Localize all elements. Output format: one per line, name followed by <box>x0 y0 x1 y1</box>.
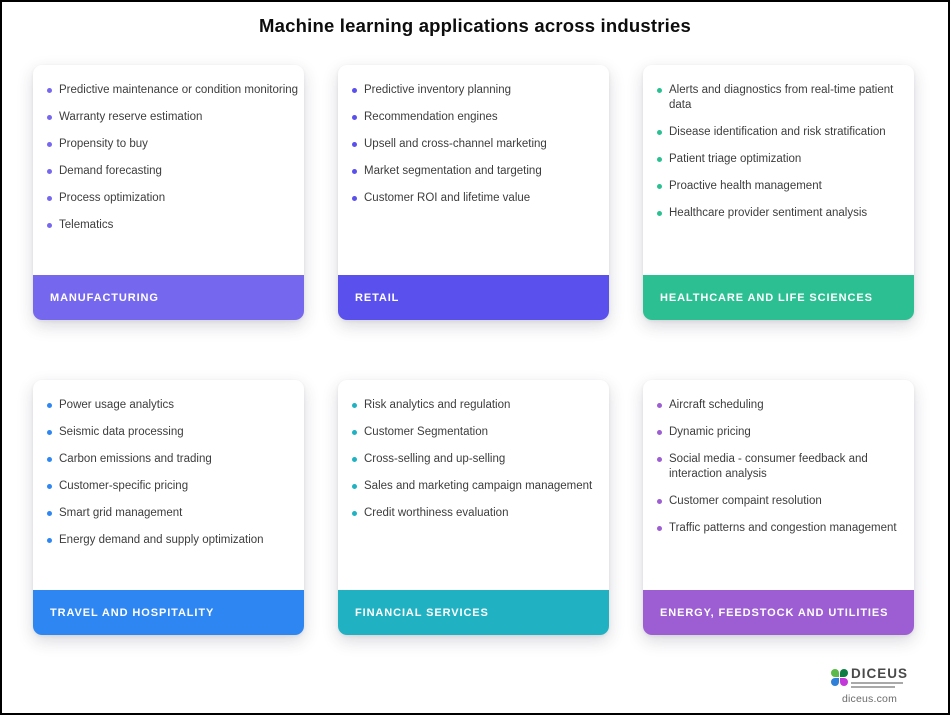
list-item: Traffic patterns and congestion manageme… <box>657 521 909 536</box>
card-item-list: Predictive inventory planning Recommenda… <box>338 65 609 218</box>
list-item: Power usage analytics <box>47 398 299 413</box>
list-item: Sales and marketing campaign management <box>352 479 604 494</box>
list-item: Customer Segmentation <box>352 425 604 440</box>
list-item: Warranty reserve estimation <box>47 110 299 125</box>
list-item: Healthcare provider sentiment analysis <box>657 206 909 221</box>
card-footer-manufacturing: MANUFACTURING <box>33 275 304 320</box>
card-travel: Power usage analytics Seismic data proce… <box>33 380 304 635</box>
card-item-list: Alerts and diagnostics from real-time pa… <box>643 65 914 233</box>
list-item: Telematics <box>47 218 299 233</box>
card-footer-financial: FINANCIAL SERVICES <box>338 590 609 635</box>
page-title: Machine learning applications across ind… <box>259 15 691 36</box>
list-item: Energy demand and supply optimization <box>47 533 299 548</box>
list-item: Carbon emissions and trading <box>47 452 299 467</box>
list-item: Recommendation engines <box>352 110 604 125</box>
cards-row-top: Predictive maintenance or condition moni… <box>33 65 914 320</box>
diceus-logo: DICEUS diceus.com <box>830 666 908 705</box>
list-item: Seismic data processing <box>47 425 299 440</box>
list-item: Credit worthiness evaluation <box>352 506 604 521</box>
logo-tagline-line <box>850 686 895 688</box>
list-item: Market segmentation and targeting <box>352 164 604 179</box>
list-item: Propensity to buy <box>47 137 299 152</box>
cards-row-bottom: Power usage analytics Seismic data proce… <box>33 380 914 635</box>
card-manufacturing: Predictive maintenance or condition moni… <box>33 65 304 320</box>
website-link[interactable]: diceus.com <box>841 693 898 705</box>
list-item: Predictive maintenance or condition moni… <box>47 83 299 98</box>
list-item: Dynamic pricing <box>657 425 909 440</box>
list-item: Cross-selling and up-selling <box>352 452 604 467</box>
list-item: Customer compaint resolution <box>657 494 909 509</box>
card-footer-energy: ENERGY, FEEDSTOCK AND UTILITIES <box>643 590 914 635</box>
card-footer-retail: RETAIL <box>338 275 609 320</box>
logo-tagline-line <box>850 682 903 684</box>
list-item: Patient triage optimization <box>657 152 909 167</box>
list-item: Demand forecasting <box>47 164 299 179</box>
list-item: Aircraft scheduling <box>657 398 909 413</box>
card-item-list: Predictive maintenance or condition moni… <box>33 65 304 245</box>
card-financial: Risk analytics and regulation Customer S… <box>338 380 609 635</box>
card-item-list: Aircraft scheduling Dynamic pricing Soci… <box>643 380 914 548</box>
list-item: Process optimization <box>47 191 299 206</box>
card-footer-travel: TRAVEL AND HOSPITALITY <box>33 590 304 635</box>
brand-name: DICEUS <box>850 666 908 681</box>
list-item: Customer ROI and lifetime value <box>352 191 604 206</box>
card-item-list: Power usage analytics Seismic data proce… <box>33 380 304 560</box>
card-item-list: Risk analytics and regulation Customer S… <box>338 380 609 533</box>
list-item: Alerts and diagnostics from real-time pa… <box>657 83 909 113</box>
list-item: Customer-specific pricing <box>47 479 299 494</box>
list-item: Smart grid management <box>47 506 299 521</box>
list-item: Risk analytics and regulation <box>352 398 604 413</box>
card-footer-healthcare: HEALTHCARE AND LIFE SCIENCES <box>643 275 914 320</box>
card-healthcare: Alerts and diagnostics from real-time pa… <box>643 65 914 320</box>
list-item: Proactive health management <box>657 179 909 194</box>
card-retail: Predictive inventory planning Recommenda… <box>338 65 609 320</box>
card-energy: Aircraft scheduling Dynamic pricing Soci… <box>643 380 914 635</box>
list-item: Predictive inventory planning <box>352 83 604 98</box>
list-item: Upsell and cross-channel marketing <box>352 137 604 152</box>
list-item: Social media - consumer feedback and int… <box>657 452 909 482</box>
list-item: Disease identification and risk stratifi… <box>657 125 909 140</box>
diceus-logo-icon <box>830 669 848 686</box>
